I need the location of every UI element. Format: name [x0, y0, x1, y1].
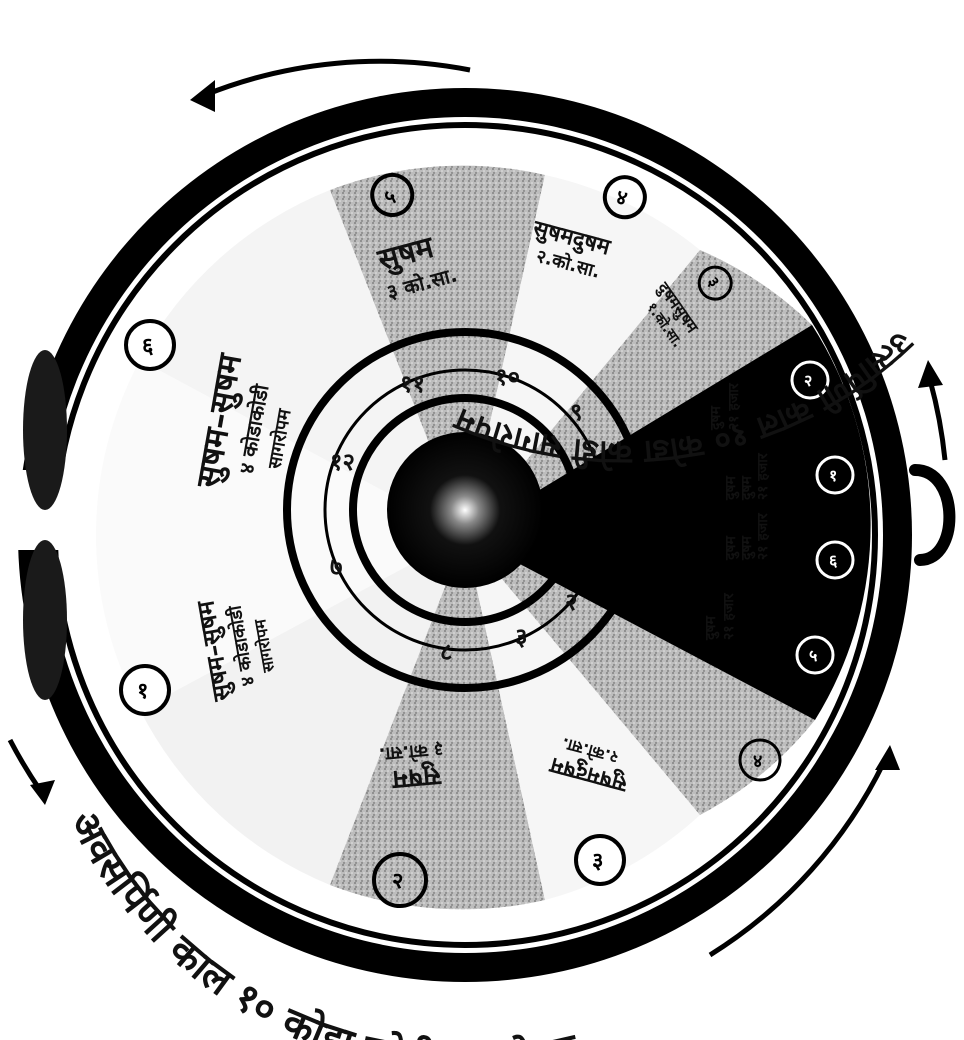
- svg-text:दुषम: दुषम: [723, 475, 740, 501]
- arrow-right: [930, 380, 945, 460]
- svg-text:दुषम: दुषम: [703, 615, 720, 641]
- ring-number: ३: [515, 623, 527, 651]
- arrow-bottom-left: [10, 740, 40, 790]
- svg-text:२१ हजार: २१ हजार: [721, 592, 737, 640]
- svg-text:२: २: [392, 869, 403, 894]
- ring-number: ७: [330, 553, 342, 581]
- ring-number: १०: [495, 363, 520, 391]
- svg-text:२१ हजार: २१ हजार: [755, 512, 771, 560]
- svg-text:सुषम: सुषम: [390, 759, 443, 794]
- ring-number: ८: [440, 638, 452, 666]
- ring-number: १२: [330, 448, 355, 476]
- svg-text:४: ४: [753, 751, 762, 772]
- svg-text:३: ३: [592, 849, 603, 874]
- ring-number: ११: [400, 370, 425, 398]
- svg-text:दुषम: दुषम: [723, 535, 740, 561]
- svg-text:५: ५: [809, 646, 817, 665]
- ring-number: ९: [570, 398, 582, 426]
- svg-text:१: १: [137, 679, 148, 704]
- svg-text:१: १: [829, 466, 837, 485]
- svg-text:६: ६: [142, 334, 154, 359]
- svg-text:दुषम: दुषम: [739, 475, 756, 501]
- svg-text:२१ हजार: २१ हजार: [755, 452, 771, 500]
- svg-text:दुषम: दुषम: [739, 535, 756, 561]
- ring-number: २: [565, 588, 577, 616]
- svg-text:६: ६: [829, 551, 838, 570]
